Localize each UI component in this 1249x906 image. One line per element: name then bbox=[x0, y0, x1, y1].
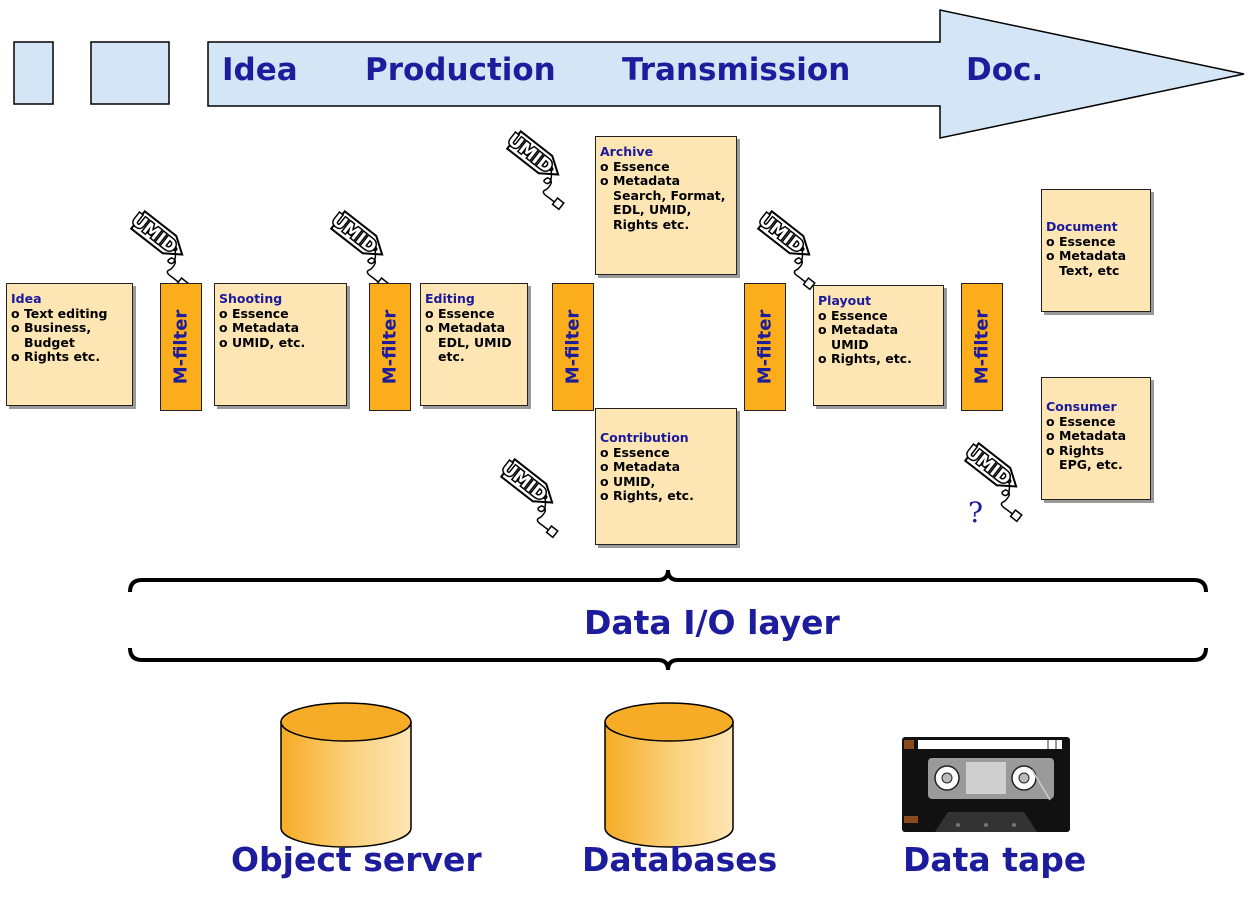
m-filter-4: M-filter bbox=[744, 283, 786, 411]
box-playout: Playout o Essence o Metadata UMID o Righ… bbox=[813, 285, 944, 406]
umid-tag-editing bbox=[316, 207, 408, 291]
box-archive: Archive o Essence o Metadata Search, For… bbox=[595, 136, 737, 275]
data-tape-cassette-icon bbox=[902, 737, 1070, 832]
storage-databases-label: Databases bbox=[582, 840, 778, 879]
umid-tag-consumer bbox=[950, 439, 1042, 523]
m-filter-2: M-filter bbox=[369, 283, 411, 411]
umid-tag-archive bbox=[492, 127, 584, 211]
timeline-arrow bbox=[207, 9, 1245, 139]
process-block-1 bbox=[13, 41, 54, 105]
m-filter-1: M-filter bbox=[160, 283, 202, 411]
process-block-2 bbox=[90, 41, 170, 105]
io-brace-bottom bbox=[128, 647, 1208, 671]
io-layer-label: Data I/O layer bbox=[584, 603, 840, 642]
databases-cylinder-icon bbox=[604, 702, 734, 848]
question-mark: ? bbox=[968, 496, 984, 529]
box-idea: Idea o Text editing o Business, Budget o… bbox=[6, 283, 133, 406]
umid-tag-contribution bbox=[486, 455, 578, 539]
box-consumer: Consumer o Essence o Metadata o Rights E… bbox=[1041, 377, 1151, 500]
storage-object-server-label: Object server bbox=[231, 840, 482, 879]
stage-production: Production bbox=[365, 52, 556, 88]
box-editing: Editing o Essence o Metadata EDL, UMID e… bbox=[420, 283, 528, 406]
storage-data-tape-label: Data tape bbox=[903, 840, 1087, 879]
io-brace-top bbox=[128, 569, 1208, 593]
stage-idea: Idea bbox=[222, 52, 298, 88]
umid-tag-shooting bbox=[116, 207, 208, 291]
stage-transmission: Transmission bbox=[622, 52, 851, 88]
object-server-cylinder-icon bbox=[280, 702, 412, 848]
m-filter-5: M-filter bbox=[961, 283, 1003, 411]
umid-tag-playout bbox=[743, 207, 835, 291]
stage-doc: Doc. bbox=[966, 52, 1044, 88]
box-shooting: Shooting o Essence o Metadata o UMID, et… bbox=[214, 283, 347, 406]
box-document: Document o Essence o Metadata Text, etc bbox=[1041, 189, 1151, 312]
m-filter-3: M-filter bbox=[552, 283, 594, 411]
box-contribution: Contribution o Essence o Metadata o UMID… bbox=[595, 408, 737, 545]
